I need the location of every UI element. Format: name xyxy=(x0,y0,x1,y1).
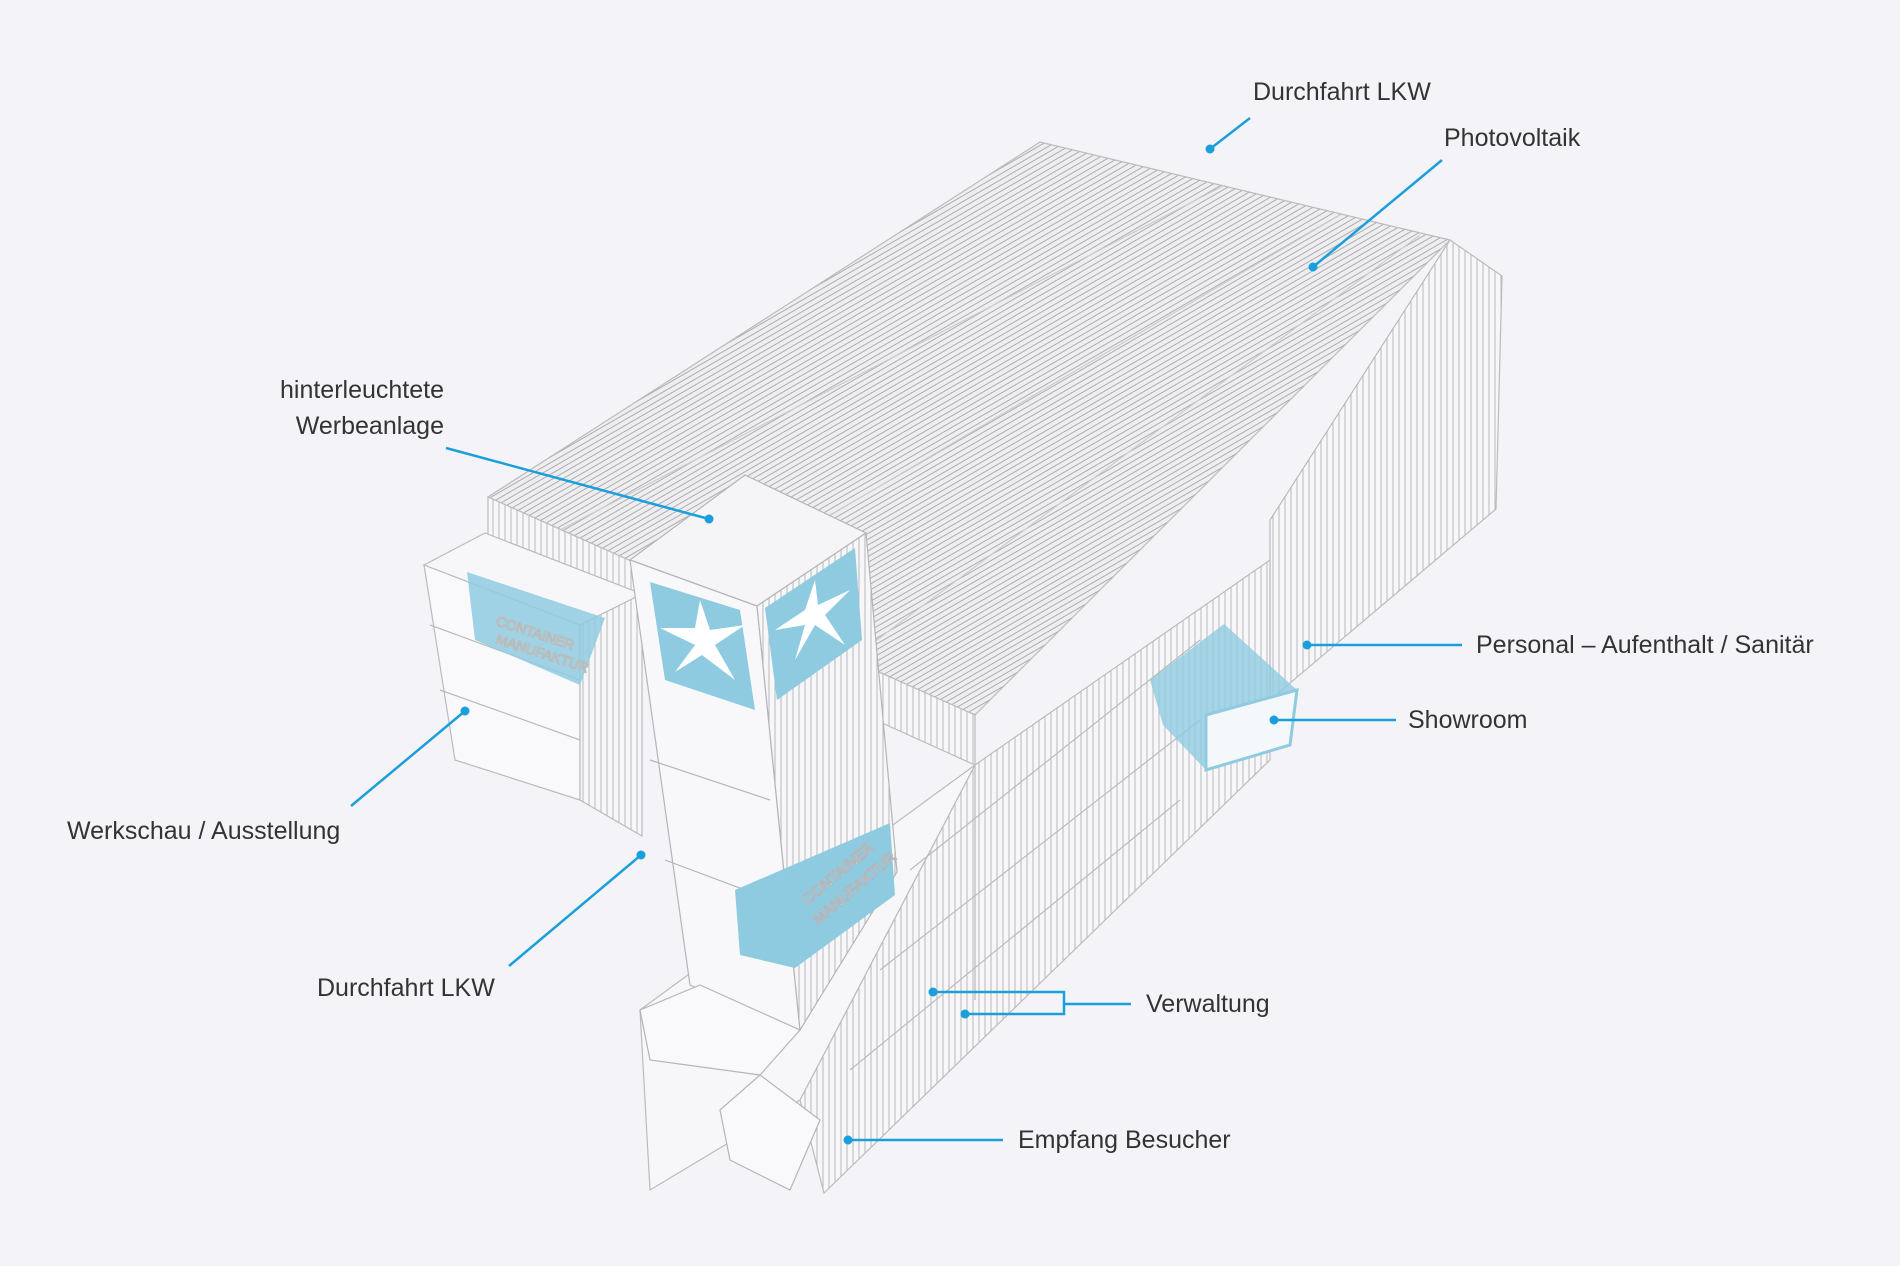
showroom-box xyxy=(1150,624,1299,773)
label-werbeanlage-2: Werbeanlage xyxy=(295,412,444,440)
leader-dots xyxy=(460,144,1318,1145)
exhibition-sign xyxy=(467,572,605,685)
label-photovoltaik: Photovoltaik xyxy=(1444,124,1581,152)
staff-block xyxy=(1269,239,1503,702)
star-icon xyxy=(660,600,745,680)
exhibition-block: CONTAINER MANUFAKTUR xyxy=(422,532,644,838)
label-durchfahrt-bottom: Durchfahrt LKW xyxy=(317,974,495,1002)
signage-tower: CONTAINER MANUFAKTUR xyxy=(628,474,900,1191)
label-werkschau: Werkschau / Ausstellung xyxy=(67,817,341,845)
label-showroom: Showroom xyxy=(1408,706,1528,734)
label-verwaltung: Verwaltung xyxy=(1146,990,1270,1018)
tower-sign-lower xyxy=(735,823,895,968)
label-werbeanlage-1: hinterleuchtete xyxy=(279,376,444,404)
label-empfang: Empfang Besucher xyxy=(1018,1126,1231,1154)
label-personal: Personal – Aufenthalt / Sanitär xyxy=(1476,631,1814,659)
label-durchfahrt-top: Durchfahrt LKW xyxy=(1253,78,1431,106)
star-icon xyxy=(775,580,850,660)
leader-lines xyxy=(350,117,1462,1142)
